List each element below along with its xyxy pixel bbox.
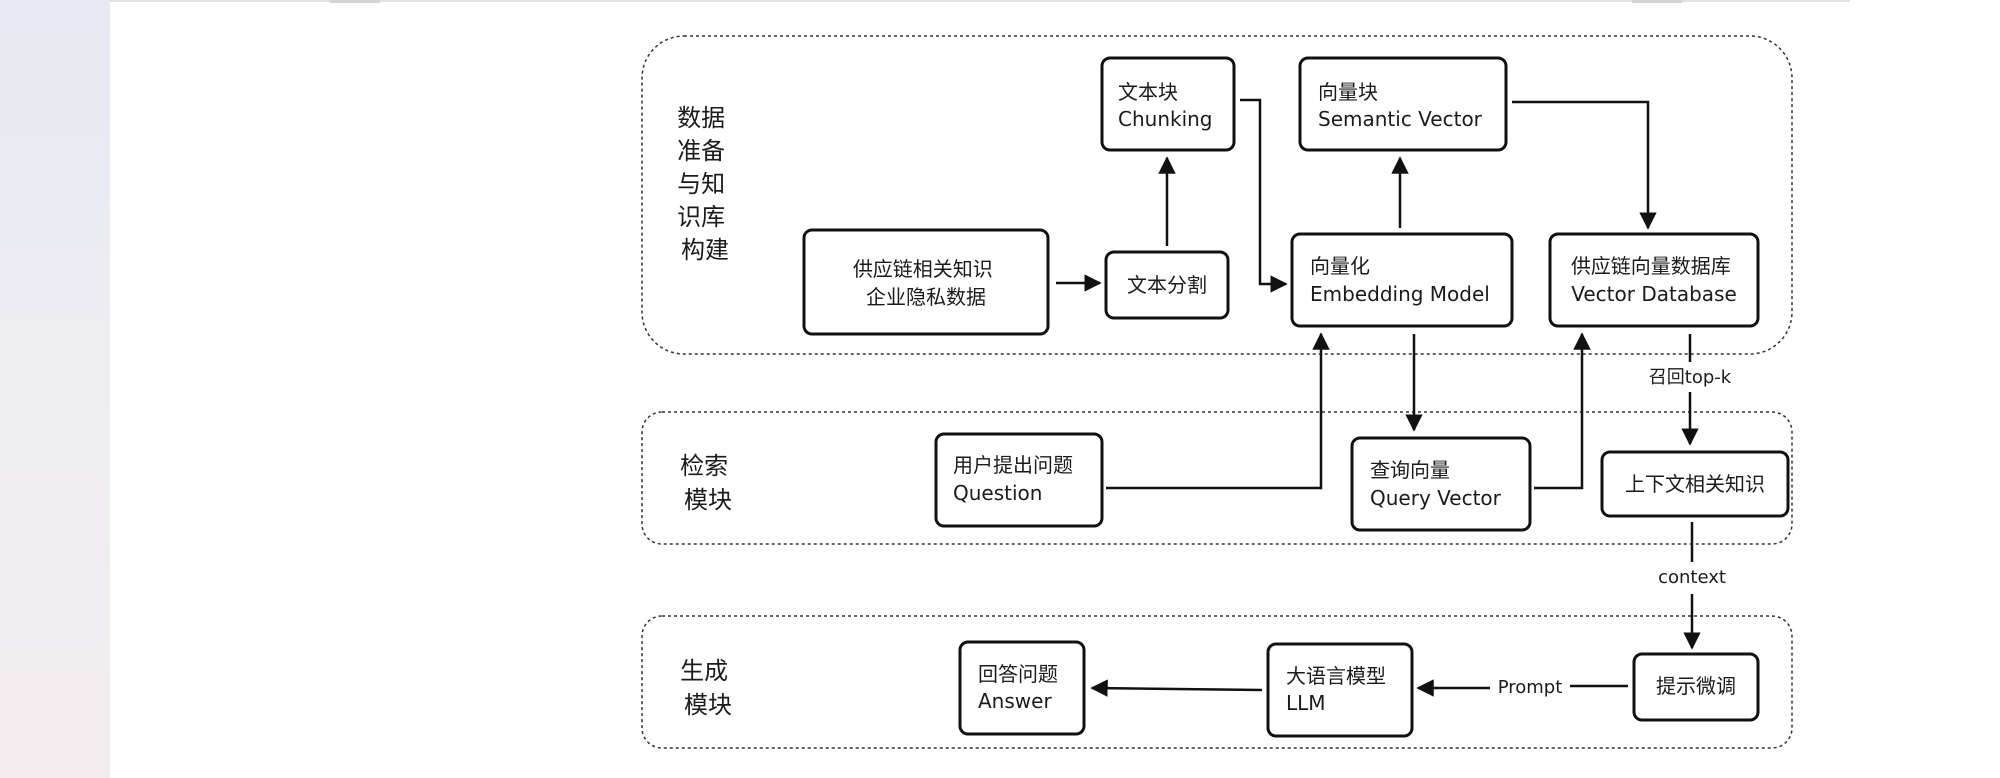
svg-text:上下文相关知识: 上下文相关知识 <box>1625 472 1765 496</box>
prompt-tuning-node: 提示微调 <box>1632 652 1760 722</box>
svg-text:回答问题 Answer: 回答问题 Answer <box>978 662 1064 713</box>
svg-text:文本分割: 文本分割 <box>1127 273 1207 297</box>
edges <box>1056 98 1701 697</box>
svg-text:提示微调: 提示微调 <box>1656 674 1736 698</box>
left-sidebar-background <box>0 0 110 778</box>
edge-query-to-database <box>1534 332 1591 490</box>
supply-chain-data-node: 供应链相关知识 企业隐私数据 <box>802 228 1050 336</box>
prompt-edge-label: Prompt <box>1498 677 1563 698</box>
retrieval-section-label: 检索 模块 <box>680 452 736 514</box>
generation-section-label: 生成 模块 <box>680 657 736 719</box>
svg-text:向量化 Embedding Model: 向量化 Embedding Model <box>1310 254 1490 306</box>
data-prep-section <box>641 35 1793 355</box>
user-question-node: 用户提出问题 Question <box>934 432 1104 528</box>
edge-llm-to-answer <box>1090 679 1263 697</box>
embedding-model-node: 向量化 Embedding Model <box>1290 232 1514 328</box>
ruler-marker-right <box>1632 0 1682 3</box>
page-top-border <box>110 0 1850 2</box>
svg-text:大语言模型 LLM: 大语言模型 LLM <box>1286 664 1392 715</box>
svg-text:文本块 Chunking: 文本块 Chunking <box>1118 80 1213 131</box>
recall-edge-label: 召回top-k <box>1649 367 1732 388</box>
svg-text:向量块 Semantic Vector: 向量块 Semantic Vector <box>1318 80 1483 131</box>
edge-chunking-to-embedding <box>1240 98 1288 293</box>
edge-question-to-embedding <box>1106 332 1330 490</box>
edge-semantic-to-database <box>1512 100 1657 230</box>
answer-node: 回答问题 Answer <box>958 640 1086 736</box>
llm-node: 大语言模型 LLM <box>1266 642 1414 738</box>
context-knowledge-node: 上下文相关知识 <box>1600 450 1790 518</box>
retrieval-section <box>641 411 1793 545</box>
semantic-vector-node: 向量块 Semantic Vector <box>1298 56 1508 152</box>
svg-text:用户提出问题 Question: 用户提出问题 Question <box>953 453 1079 505</box>
right-margin <box>1850 0 2000 778</box>
query-vector-node: 查询向量 Query Vector <box>1350 436 1532 532</box>
svg-text:供应链相关知识 企业隐私数据: 供应链相关知识 企业隐私数据 <box>853 257 999 309</box>
data-prep-section-label: 数据 准备 与知 识库 构建 <box>677 104 733 264</box>
ruler-marker-left <box>330 0 380 3</box>
context-edge-label: context <box>1658 567 1726 588</box>
chunking-node: 文本块 Chunking <box>1100 56 1236 152</box>
vector-database-node: 供应链向量数据库 Vector Database <box>1548 232 1760 328</box>
svg-text:供应链向量数据库 Vector Database: 供应链向量数据库 Vector Database <box>1571 254 1737 306</box>
svg-text:查询向量 Query Vector: 查询向量 Query Vector <box>1370 458 1502 510</box>
text-split-node: 文本分割 <box>1104 250 1230 320</box>
generation-section <box>641 615 1793 749</box>
